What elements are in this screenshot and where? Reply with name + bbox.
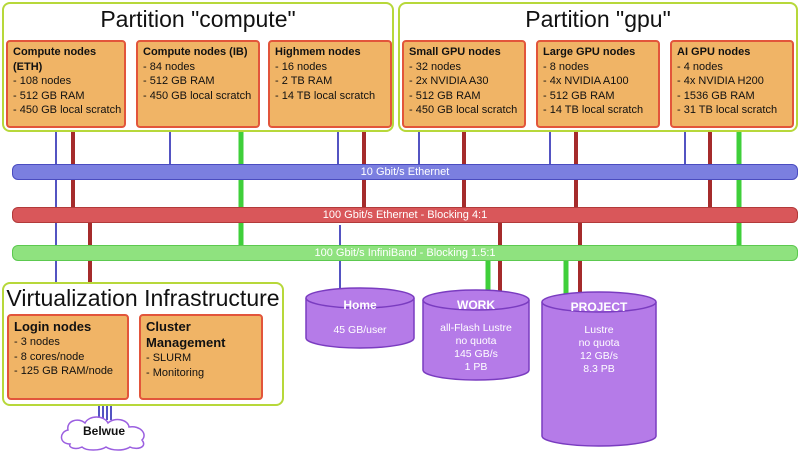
storage-work-line: 145 GB/s (454, 348, 498, 360)
node-line: - 2 TB RAM (275, 75, 333, 87)
belwue-cloud-icon (60, 416, 145, 451)
node-line: - 3 nodes (14, 336, 60, 348)
node-line: - 4x NVIDIA H200 (677, 75, 764, 87)
node-line: - SLURM (146, 352, 192, 364)
storage-work-line: all-Flash Lustre (440, 322, 512, 334)
node-line: - 4 nodes (677, 60, 723, 73)
node-line: - 84 nodes (143, 60, 195, 73)
storage-work-title: WORK (457, 298, 495, 312)
node-line: - 512 GB RAM (13, 89, 85, 102)
compute-nodes-ib-box: Compute nodes (IB) - 84 nodes - 512 GB R… (136, 40, 260, 128)
partition-compute-title: Partition "compute" (100, 6, 296, 32)
cluster-management-box: Cluster Management - SLURM - Monitoring (139, 314, 263, 400)
node-line: - 8 cores/node (14, 350, 85, 363)
node-line: - 14 TB local scratch (543, 104, 644, 116)
node-line: - 14 TB local scratch (275, 89, 376, 102)
bus-infiniband-100g: 100 Gbit/s InfiniBand - Blocking 1.5:1 (12, 245, 798, 261)
storage-home-title: Home (343, 298, 377, 312)
partition-gpu-title: Partition "gpu" (525, 6, 671, 32)
storage-project-title: PROJECT (570, 300, 628, 314)
node-line: - 450 GB local scratch (409, 104, 518, 116)
large-gpu-nodes-box: Large GPU nodes - 8 nodes - 4x NVIDIA A1… (536, 40, 660, 128)
storage-work-line: 1 PB (464, 361, 488, 373)
small-gpu-nodes-box: Small GPU nodes - 32 nodes - 2x NVIDIA A… (402, 40, 526, 128)
bus-ethernet-100g: 100 Gbit/s Ethernet - Blocking 4:1 (12, 207, 798, 223)
storage-work-line: no quota (455, 335, 497, 347)
storage-project-line: 8.3 PB (583, 363, 615, 375)
highmem-nodes-box: Highmem nodes - 16 nodes - 2 TB RAM - 14… (268, 40, 392, 128)
node-line: - 2x NVIDIA A30 (409, 75, 489, 87)
node-line: - 4x NVIDIA A100 (543, 75, 629, 87)
storage-project-cylinder (541, 291, 657, 447)
node-line: - 450 GB local scratch (13, 104, 122, 116)
node-line: - 108 nodes (13, 75, 72, 87)
storage-home-cylinder (305, 287, 415, 349)
node-line: - 16 nodes (275, 60, 327, 73)
node-title: Highmem nodes (275, 46, 361, 58)
storage-work-cylinder (422, 289, 530, 381)
node-title: Compute nodes (ETH) (13, 46, 97, 73)
node-line: - 8 nodes (543, 60, 589, 73)
storage-project-line: Lustre (584, 324, 614, 336)
node-title: Cluster Management (146, 319, 226, 350)
node-title: Compute nodes (IB) (143, 46, 248, 58)
node-title: Login nodes (14, 319, 92, 334)
node-title: Large GPU nodes (543, 46, 636, 58)
node-line: - Monitoring (146, 366, 205, 379)
storage-home-line: 45 GB/user (333, 324, 387, 336)
node-line: - 32 nodes (409, 60, 461, 73)
ai-gpu-nodes-box: AI GPU nodes - 4 nodes - 4x NVIDIA H200 … (670, 40, 794, 128)
node-line: - 1536 GB RAM (677, 89, 755, 102)
belwue-label: Belwue (82, 424, 125, 438)
node-line: - 450 GB local scratch (143, 89, 252, 102)
node-line: - 125 GB RAM/node (14, 365, 114, 377)
virtualization-title: Virtualization Infrastructure (6, 285, 280, 311)
node-line: - 512 GB RAM (143, 75, 215, 87)
storage-project-line: no quota (578, 337, 620, 349)
bus-ethernet-10g: 10 Gbit/s Ethernet (12, 164, 798, 180)
node-line: - 31 TB local scratch (677, 104, 778, 116)
compute-nodes-eth-box: Compute nodes (ETH) - 108 nodes - 512 GB… (6, 40, 126, 128)
node-line: - 512 GB RAM (543, 89, 615, 102)
node-title: AI GPU nodes (677, 46, 751, 58)
node-title: Small GPU nodes (409, 46, 501, 58)
storage-project-line: 12 GB/s (580, 350, 618, 362)
login-nodes-box: Login nodes - 3 nodes - 8 cores/node - 1… (7, 314, 129, 400)
node-line: - 512 GB RAM (409, 89, 481, 102)
